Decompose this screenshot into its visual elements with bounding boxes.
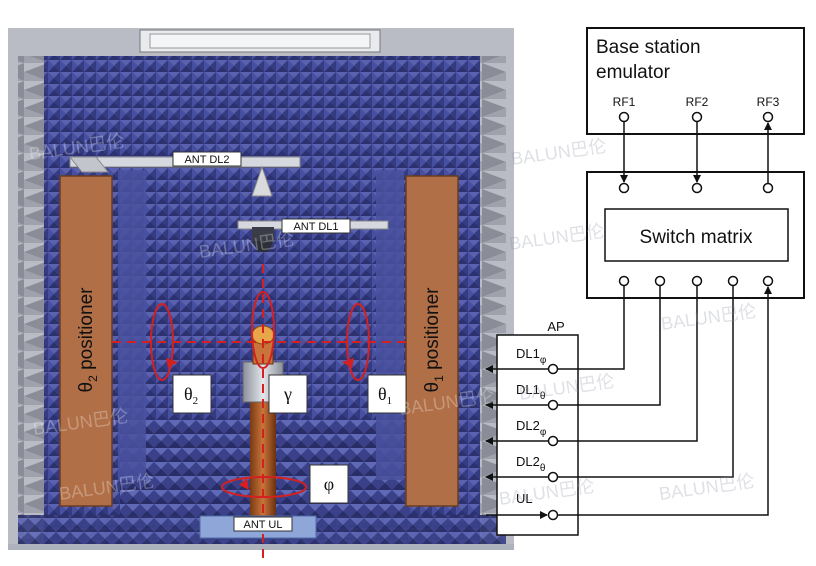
theta1-positioner <box>405 175 459 507</box>
ap-port-label-3: DL2φ <box>516 418 547 438</box>
ant-dl1-tag <box>281 218 351 234</box>
ant-dl2-label: ANT DL2 <box>184 154 229 166</box>
sm-ap-link-2 <box>558 286 661 406</box>
connector-ports <box>547 111 774 521</box>
watermark-3: BALUN巴伦 <box>510 136 608 169</box>
sm-top-port-2 <box>691 182 703 194</box>
ap-port-2 <box>547 399 559 411</box>
ap-title: AP <box>547 319 564 334</box>
sm-bottom-port-1 <box>618 275 630 287</box>
ap-port-1 <box>547 363 559 375</box>
ap-port-3 <box>547 435 559 447</box>
theta1-positioner-label: θ1 positioner <box>422 287 446 393</box>
rotation-axes <box>112 264 406 560</box>
ap-sm-ul-link <box>558 286 772 516</box>
theta1-rotation <box>346 303 370 381</box>
ant-dl2-horn <box>251 165 273 197</box>
rf1-label: RF1 <box>613 95 636 109</box>
base-station-title-2: emulator <box>596 62 671 83</box>
sm-ap-link-3 <box>558 286 698 442</box>
ant-ul-tag <box>233 516 293 532</box>
sm-bottom-port-3 <box>691 275 703 287</box>
dut-support-rod <box>250 395 276 520</box>
sm-top-port-3 <box>762 182 774 194</box>
base-station-title-1: Base station <box>596 37 701 58</box>
ap-port-5 <box>547 509 559 521</box>
theta2-positioner-label: θ2 positioner <box>76 287 100 393</box>
theta1-box <box>367 374 407 414</box>
bs-port-1 <box>618 111 630 123</box>
left-side-absorbers <box>18 56 44 546</box>
sm-bottom-port-4 <box>727 275 739 287</box>
sm-bottom-port-2 <box>654 275 666 287</box>
theta2-box <box>172 374 212 414</box>
ap-port-label-2: DL1θ <box>516 382 546 402</box>
bs-port-3 <box>762 111 774 123</box>
gamma-rotation <box>251 291 275 369</box>
bs-port-2 <box>691 111 703 123</box>
theta2-rotation <box>150 303 174 381</box>
signal-connections <box>485 122 772 519</box>
switch-matrix-label: Switch matrix <box>640 227 753 248</box>
sm-bottom-port-5 <box>762 275 774 287</box>
rf2-label: RF2 <box>686 95 709 109</box>
gamma-text: γ <box>283 384 292 404</box>
gamma-box <box>268 374 308 414</box>
ant-ul-label: ANT UL <box>244 519 283 531</box>
ant-dl1-label: ANT DL1 <box>293 221 338 233</box>
sm-ap-link-4 <box>558 286 734 478</box>
phi-text: φ <box>324 474 334 494</box>
watermark-11: BALUN巴伦 <box>658 471 756 504</box>
watermark-5: BALUN巴伦 <box>660 301 758 334</box>
sm-ap-link-1 <box>558 286 625 370</box>
rf3-label: RF3 <box>757 95 780 109</box>
sm-top-port-1 <box>618 182 630 194</box>
ant-dl2-tag <box>172 151 242 167</box>
phi-rotation <box>221 476 307 498</box>
ant-dl1-horn <box>252 227 274 241</box>
theta2-text: θ2 <box>184 384 198 407</box>
ap-port-label-4: DL2θ <box>516 454 546 474</box>
switch-matrix-box <box>604 208 789 262</box>
ap-port-label-5: UL <box>516 491 533 506</box>
theta1-text: θ1 <box>378 384 392 407</box>
ap-port-label-1: DL1φ <box>516 346 547 366</box>
phi-box <box>309 464 349 504</box>
ap-port-4 <box>547 471 559 483</box>
